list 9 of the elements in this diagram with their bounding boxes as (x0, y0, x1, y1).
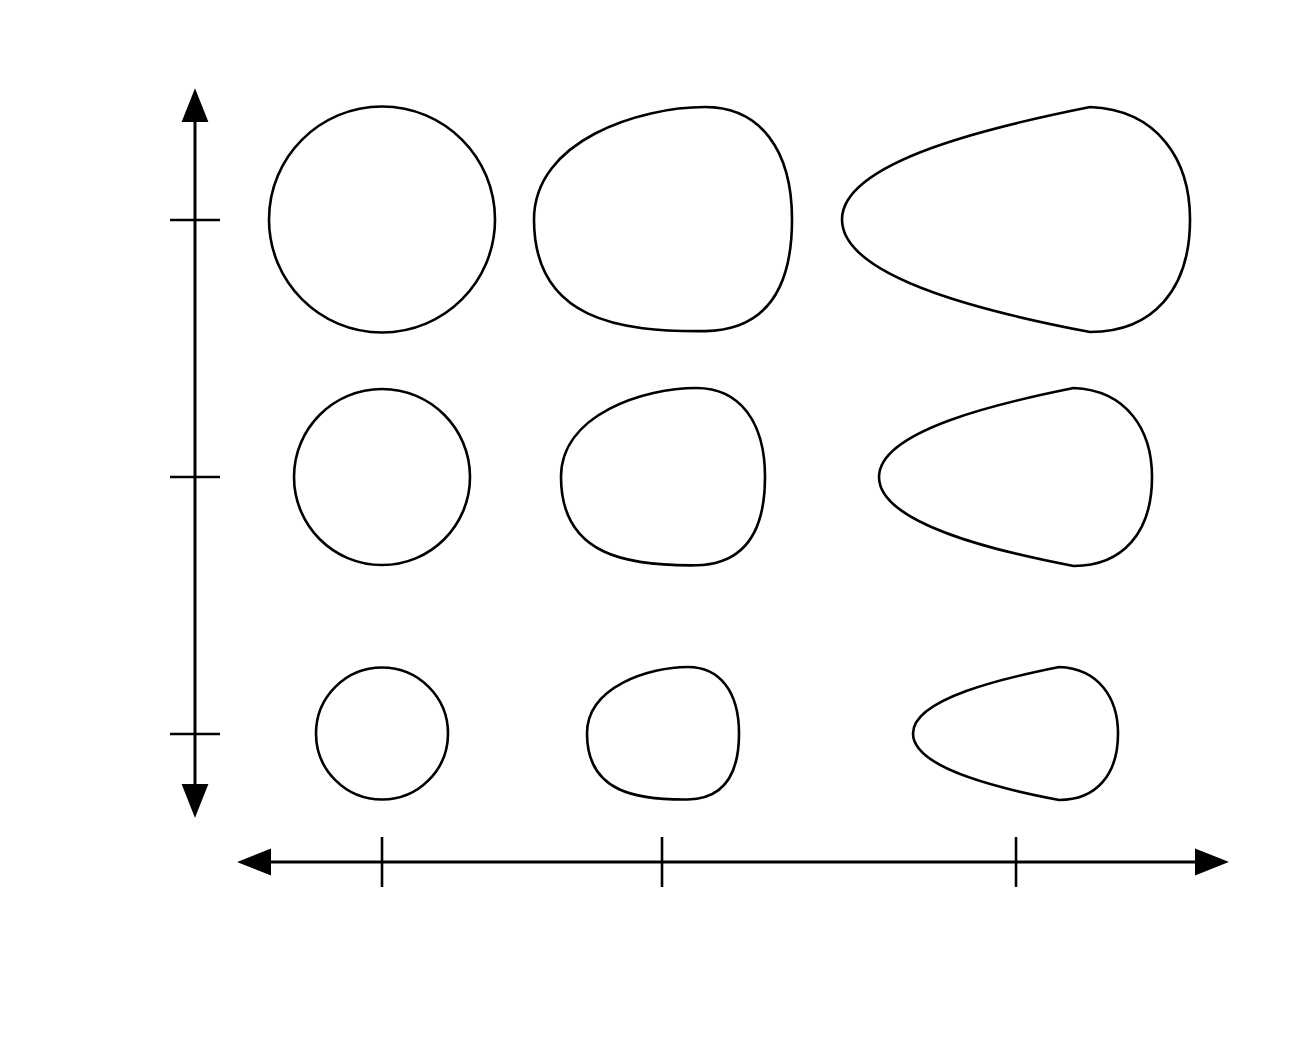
egg-shape (532, 105, 794, 333)
circle-shape (292, 387, 472, 567)
teardrop-shape (911, 665, 1120, 802)
teardrop-shape (840, 105, 1192, 334)
egg-shape (585, 665, 741, 801)
teardrop-shape (877, 386, 1154, 568)
circle-shape (314, 666, 450, 801)
circle-shape (267, 105, 497, 334)
egg-shape (559, 386, 767, 567)
